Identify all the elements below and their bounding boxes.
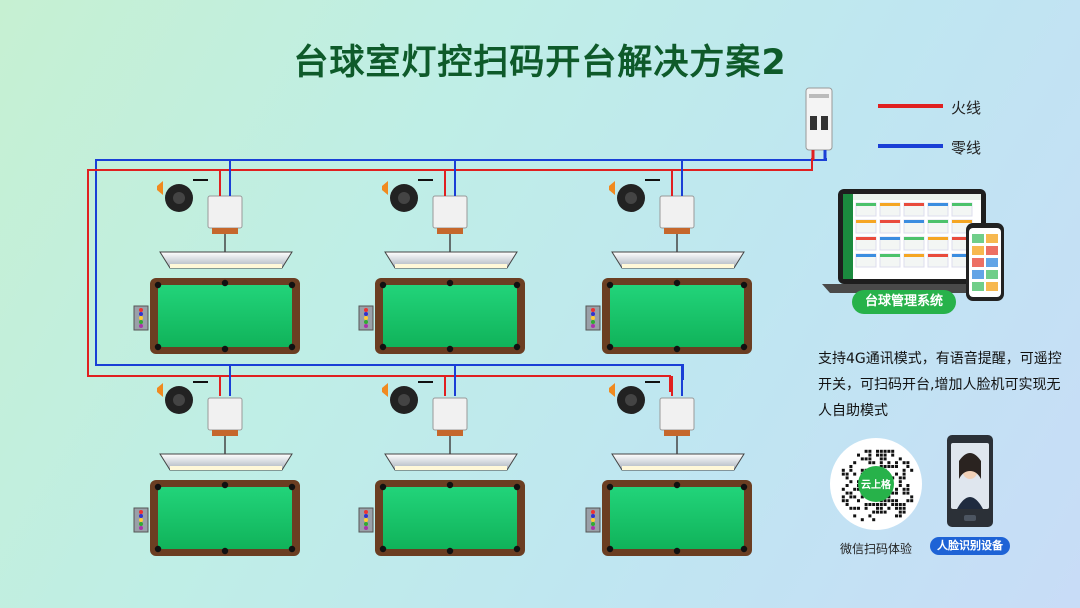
table-felt [158, 285, 292, 347]
table-pocket [740, 281, 748, 289]
table-pocket [606, 545, 614, 553]
table-pocket [513, 281, 521, 289]
speaker-icon [382, 181, 388, 195]
table-pocket [288, 343, 296, 351]
light-controller [659, 195, 695, 229]
table-unit [358, 179, 525, 354]
table-felt [383, 285, 517, 347]
table-pocket [513, 343, 521, 351]
table-pocket [673, 547, 681, 555]
table-pocket [673, 345, 681, 353]
circuit-breaker [805, 87, 833, 160]
table-pocket [606, 483, 614, 491]
light-controller [659, 397, 695, 431]
table-pocket [673, 481, 681, 489]
system-badge: 台球管理系统 [852, 290, 956, 314]
table-pocket [154, 281, 162, 289]
speaker-icon [382, 383, 388, 397]
speaker-icon [157, 383, 163, 397]
table-pocket [446, 345, 454, 353]
speaker-icon [609, 383, 615, 397]
qr-inner-label: 云上格 [861, 480, 891, 491]
feature-description: 支持4G通讯模式，有语音提醒，可遥控开关，可扫码开台,增加人脸机可实现无人自助模… [818, 351, 1062, 419]
table-pocket [446, 279, 454, 287]
speaker-icon [157, 181, 163, 195]
table-pocket [379, 343, 387, 351]
table-pocket [288, 281, 296, 289]
light-controller [432, 397, 468, 431]
table-pocket [740, 545, 748, 553]
legend-neutral-label: 零线 [951, 139, 982, 157]
qr-caption: 微信扫码体验 [839, 542, 912, 556]
table-pocket [606, 281, 614, 289]
table-unit [133, 381, 300, 556]
qr-code [830, 438, 922, 530]
light-controller [207, 397, 243, 431]
table-felt [610, 285, 744, 347]
page-title: 台球室灯控扫码开台解决方案2 [293, 43, 787, 83]
table-pocket [221, 547, 229, 555]
table-unit [133, 179, 300, 354]
table-unit [358, 381, 525, 556]
table-pocket [221, 345, 229, 353]
table-pocket [379, 483, 387, 491]
table-pocket [288, 483, 296, 491]
table-pocket [513, 545, 521, 553]
table-felt [158, 487, 292, 549]
table-pocket [446, 547, 454, 555]
wiring-bus [87, 158, 827, 396]
table-pocket [288, 545, 296, 553]
table-pocket [154, 483, 162, 491]
management-devices [822, 189, 1004, 301]
table-pocket [606, 343, 614, 351]
table-felt [383, 487, 517, 549]
legend-live-label: 火线 [951, 99, 982, 117]
table-pocket [154, 343, 162, 351]
table-pocket [379, 281, 387, 289]
table-felt [610, 487, 744, 549]
speaker-icon [609, 181, 615, 195]
table-pocket [221, 279, 229, 287]
table-pocket [154, 545, 162, 553]
table-pocket [379, 545, 387, 553]
table-pocket [740, 343, 748, 351]
light-controller [432, 195, 468, 229]
table-unit [585, 381, 752, 556]
table-pocket [513, 483, 521, 491]
face-device-badge: 人脸识别设备 [930, 537, 1010, 555]
table-unit [585, 179, 752, 354]
table-pocket [221, 481, 229, 489]
table-units [133, 179, 752, 556]
face-recognition-device [947, 435, 993, 527]
legend-lines [878, 104, 943, 148]
live-bus-line [87, 158, 813, 392]
light-controller [207, 195, 243, 229]
table-pocket [446, 481, 454, 489]
table-pocket [673, 279, 681, 287]
table-pocket [740, 483, 748, 491]
